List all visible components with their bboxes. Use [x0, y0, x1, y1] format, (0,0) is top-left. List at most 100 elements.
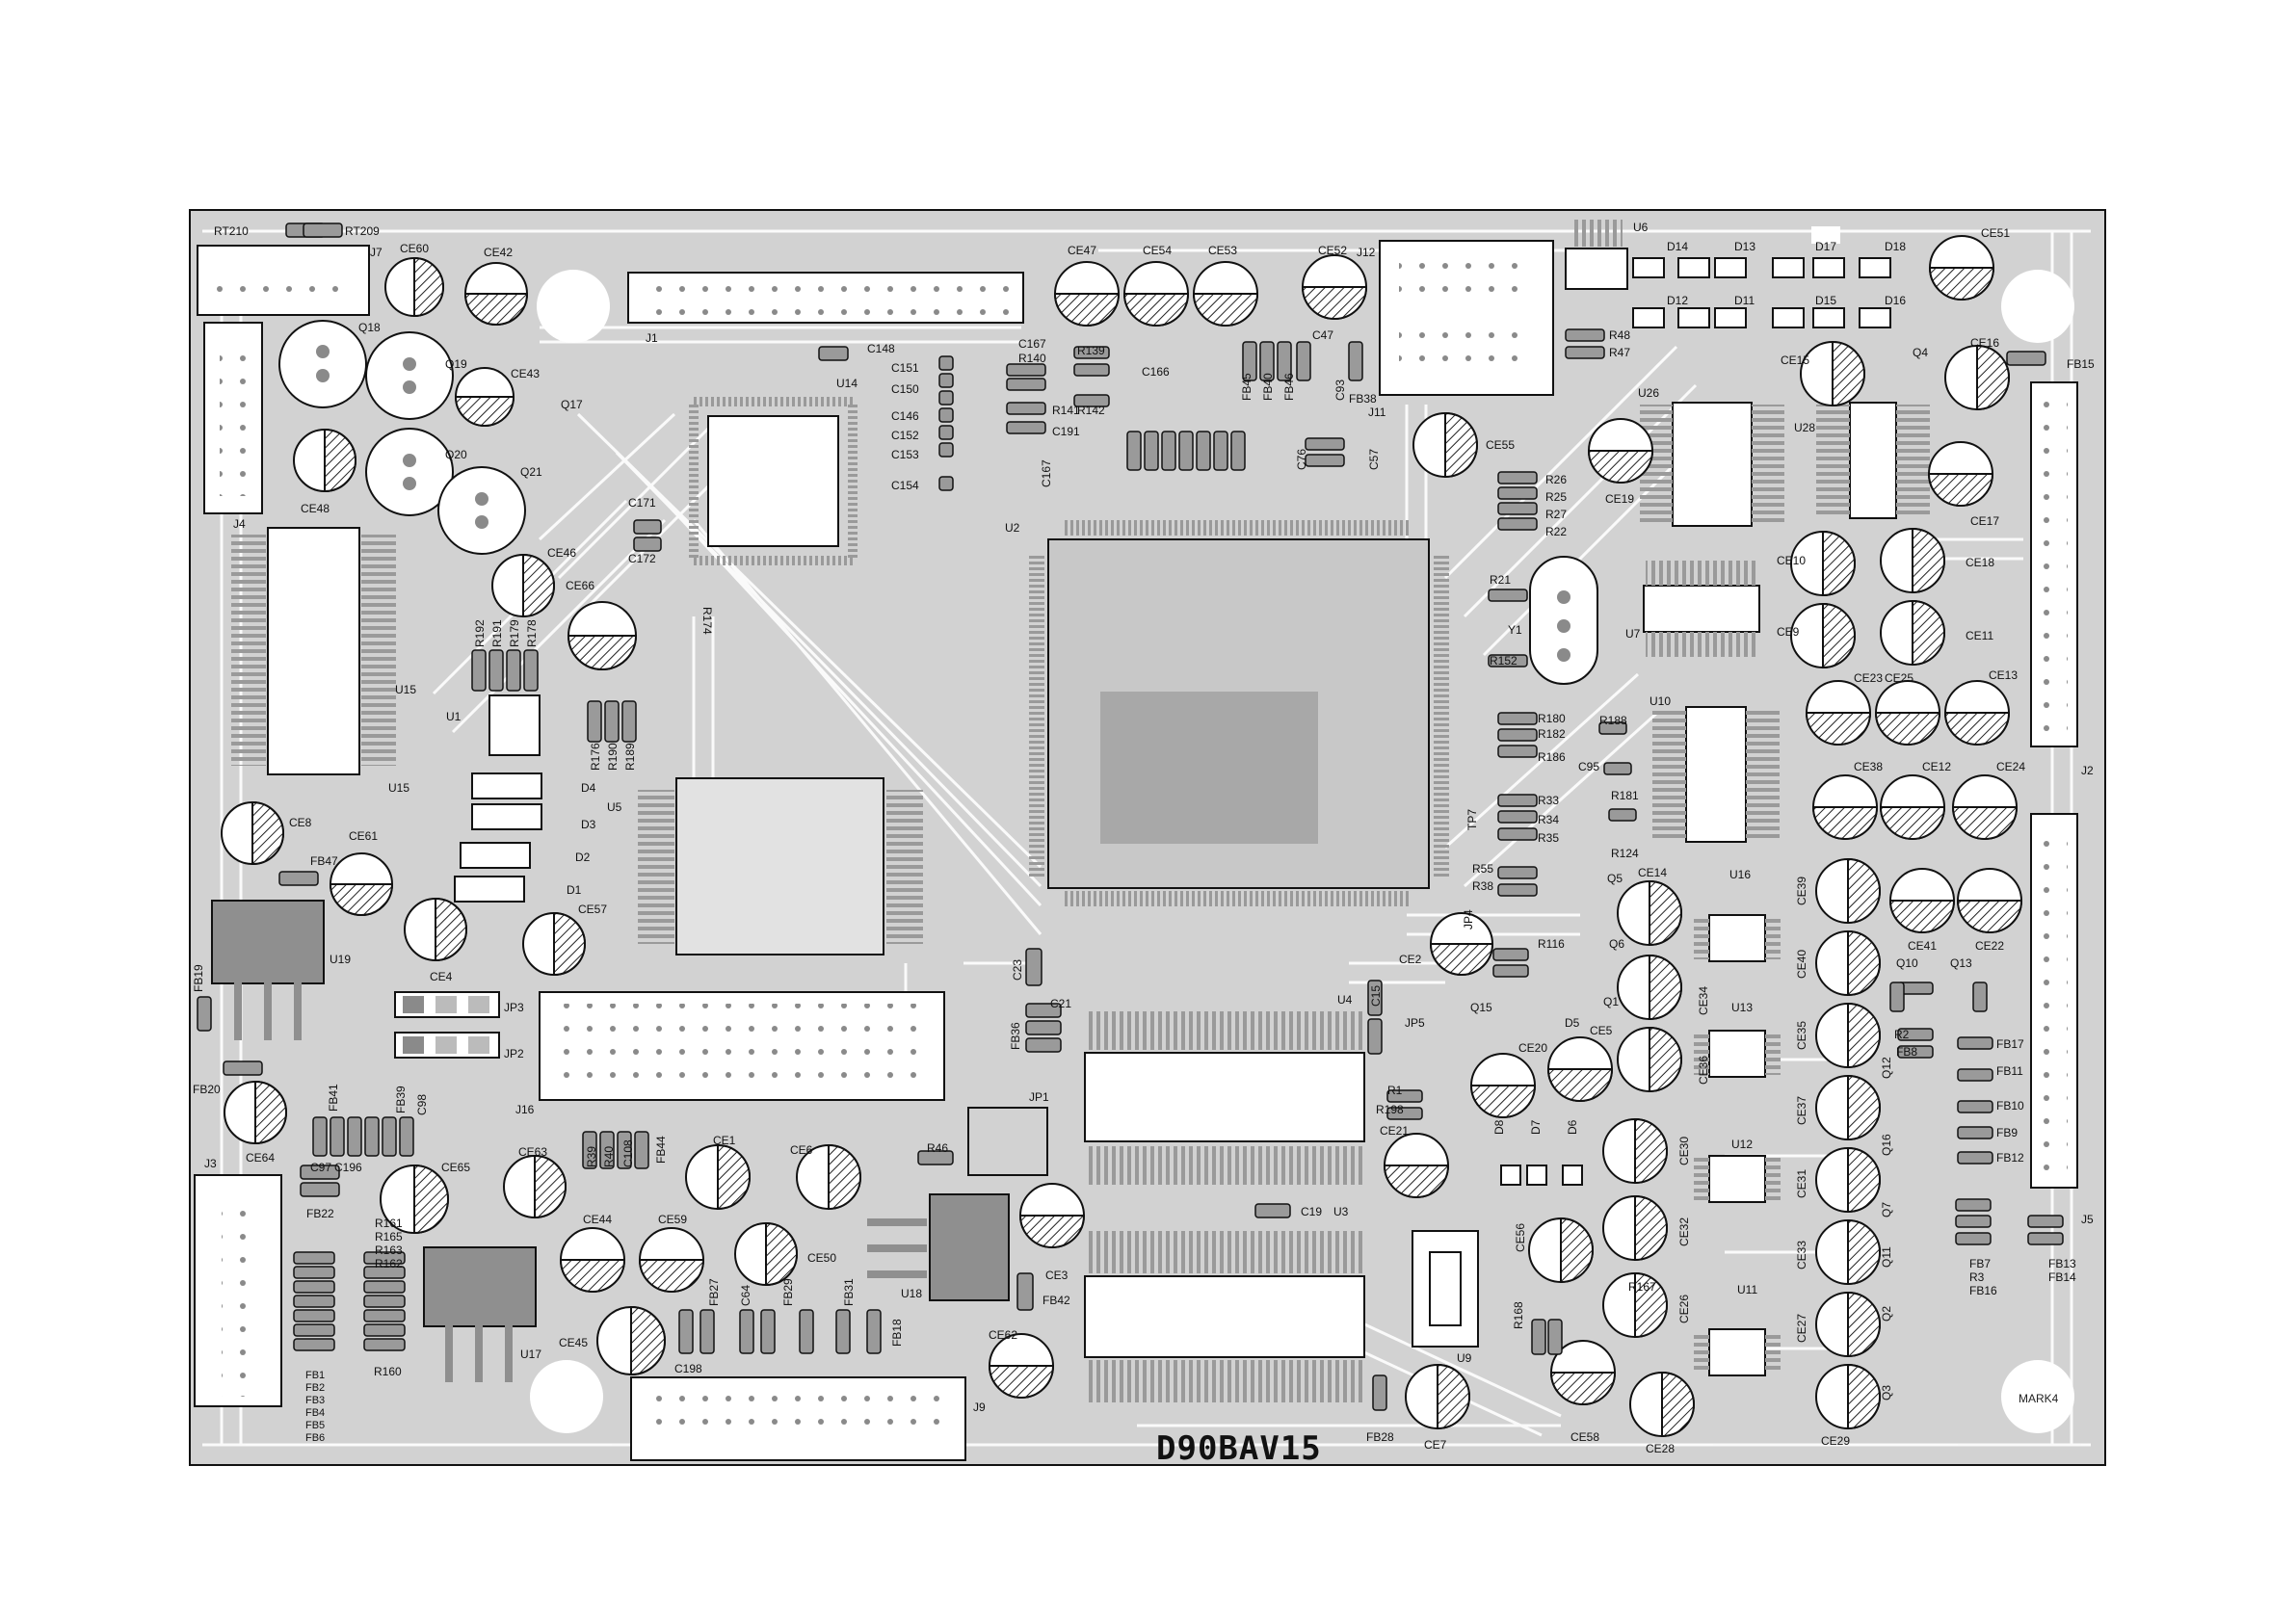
fb12-label: FB12 [1996, 1151, 2024, 1165]
r3-label: R3 [1969, 1270, 1985, 1284]
fb9-label: FB9 [1996, 1126, 2018, 1139]
d3-label: D3 [581, 818, 596, 831]
cap-ce17 [1927, 441, 1994, 507]
c19-label: C19 [1301, 1205, 1322, 1218]
cap-ce59 [638, 1227, 705, 1293]
r160-label: R160 [374, 1365, 402, 1378]
u18-label: U18 [901, 1287, 922, 1300]
chip-u7: U7 [1625, 561, 1760, 657]
u3-label: U3 [1333, 1205, 1349, 1218]
r38-label: R38 [1472, 879, 1493, 893]
cap-ce27 [1815, 1291, 1881, 1358]
regulator-u17: U17 [423, 1246, 541, 1382]
ce60-label: CE60 [400, 242, 429, 255]
fb19-label: FB19 [192, 964, 205, 992]
ce48-label: CE48 [301, 502, 330, 515]
cap-ce43 [454, 367, 515, 427]
fb8-label: FB8 [1896, 1045, 1917, 1059]
d15-label: D15 [1815, 294, 1836, 307]
r34-label: R34 [1538, 813, 1559, 826]
d7-label: D7 [1529, 1119, 1543, 1135]
r55-label: R55 [1472, 862, 1493, 876]
chip-u13: U13 [1694, 1001, 1781, 1078]
connector-j2: J2 [2030, 381, 2094, 777]
cap-ce25 [1874, 680, 1941, 746]
cap-ce58 [1549, 1340, 1617, 1405]
r22-label: R22 [1545, 525, 1567, 538]
q16-label: Q16 [1880, 1134, 1893, 1156]
fb6-label: FB6 [305, 1432, 325, 1444]
r168-label: R168 [1512, 1301, 1525, 1329]
ce40-label: CE40 [1795, 950, 1808, 979]
c97-label: C97 [310, 1161, 331, 1174]
cap-ce15 [1800, 340, 1865, 407]
ce45-label: CE45 [559, 1336, 588, 1349]
ce21-label: CE21 [1380, 1124, 1409, 1138]
ce44-label: CE44 [583, 1213, 612, 1226]
c172-label: C172 [628, 552, 656, 565]
r2-label: R2 [1894, 1028, 1910, 1041]
r142-label: R142 [1077, 404, 1105, 417]
u16-label: U16 [1729, 868, 1751, 881]
cap-ce36 [1617, 1026, 1682, 1093]
c64-label: C64 [739, 1285, 752, 1306]
u15-label: U15 [388, 781, 409, 795]
ce50-label: CE50 [807, 1251, 836, 1265]
cap-ce65 [380, 1164, 449, 1235]
jumper-jp3: JP3 [394, 991, 524, 1018]
transistor-q19 [365, 331, 454, 420]
u6-label: U6 [1633, 221, 1649, 234]
cap-ce32 [1602, 1194, 1668, 1262]
fb3-label: FB3 [305, 1395, 325, 1406]
c47-label: C47 [1312, 328, 1333, 342]
diode-array-top [1632, 257, 1891, 328]
ce51-label: CE51 [1981, 226, 2010, 240]
d11-label: D11 [1734, 294, 1755, 307]
cap-ce55 [1412, 411, 1478, 479]
c76-label: C76 [1295, 449, 1308, 470]
cap-ce63 [503, 1154, 567, 1219]
cap-ce7 [1405, 1363, 1470, 1430]
r1-label: R1 [1387, 1084, 1403, 1097]
r174-label: R174 [700, 607, 714, 635]
ce4-label: CE4 [430, 970, 453, 983]
r46-label: R46 [927, 1141, 948, 1155]
mounting-hole-top-right [2001, 270, 2074, 343]
cap-ce31 [1815, 1146, 1881, 1214]
c171-label: C171 [628, 496, 656, 510]
r140-label: R140 [1018, 352, 1046, 365]
jumper-jp2: JP2 [394, 1032, 524, 1060]
cap-ce40 [1815, 929, 1881, 997]
r40-label: R40 [602, 1146, 616, 1167]
q21-label: Q21 [520, 465, 542, 479]
cap-ce41 [1888, 868, 1956, 933]
d6-label: D6 [1566, 1119, 1579, 1135]
chip-u16: U16 [1694, 868, 1781, 962]
j11-label: J11 [1368, 406, 1386, 419]
ce47-label: CE47 [1068, 244, 1096, 257]
c57-label: C57 [1367, 449, 1381, 470]
d14-label: D14 [1667, 240, 1688, 253]
mounting-hole-bottom-left [530, 1360, 603, 1433]
ce38-label: CE38 [1854, 760, 1883, 773]
mounting-holes [530, 226, 2074, 1433]
j12-label: J12 [1357, 246, 1376, 259]
ce3-label: CE3 [1045, 1269, 1069, 1282]
chip-u4: U4 [1084, 993, 1365, 1185]
cap-ce42 [463, 262, 529, 326]
r161-label: R161 [375, 1217, 403, 1230]
cap-ce26 [1602, 1271, 1668, 1339]
c191-label: C191 [1052, 425, 1080, 438]
fb2-label: FB2 [305, 1382, 325, 1394]
r198-label: R198 [1376, 1103, 1404, 1116]
q20-label: Q20 [445, 448, 467, 461]
silkscreen-labels: RT210 RT209 CE60 CE42 CE43 Q18 Q19 Q20 Q… [193, 224, 2095, 1455]
fb40-label: FB40 [1261, 373, 1275, 401]
y1-label: Y1 [1508, 623, 1522, 637]
ce15-label: CE15 [1781, 353, 1809, 367]
fb27-label: FB27 [707, 1278, 721, 1306]
fb46-label: FB46 [1282, 373, 1296, 401]
fb15-label: FB15 [2067, 357, 2095, 371]
c154-label: C154 [891, 479, 919, 492]
d4-label: D4 [581, 781, 596, 795]
